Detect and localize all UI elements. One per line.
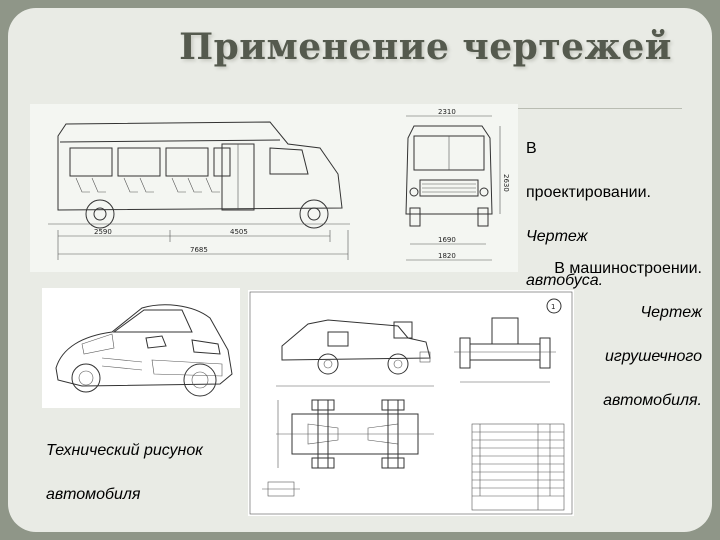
dim-1820: 1820	[438, 252, 456, 260]
toy-detail-view	[262, 481, 300, 497]
bus-drawing: 2590 4505 7685	[30, 104, 518, 272]
dim-2590: 2590	[94, 228, 112, 236]
toy-car-drawing: 1	[248, 290, 574, 516]
slide-title: Применение чертежей	[179, 26, 672, 68]
bus-caption: В проектировании. Чертеж автобуса.	[526, 140, 651, 289]
dim-1690: 1690	[438, 236, 456, 244]
parts-table	[471, 423, 565, 511]
car-caption: Технический рисунок автомобиля	[46, 442, 203, 503]
bus-side-view	[48, 121, 350, 260]
dim-4505: 4505	[230, 228, 248, 236]
dim-width: 2310	[438, 108, 456, 116]
slide: Применение чертежей	[8, 8, 712, 532]
machine-caption: В машиностроении. Чертеж игрушечного авт…	[554, 260, 702, 409]
dim-height: 2630	[502, 174, 510, 192]
toy-top-view	[276, 399, 434, 469]
car-sketch	[42, 288, 240, 408]
sheet-number: 1	[551, 303, 555, 311]
toy-front-view	[454, 317, 556, 383]
bus-front-view	[405, 115, 501, 261]
toy-side-view	[276, 319, 434, 387]
dim-7685: 7685	[190, 246, 208, 254]
